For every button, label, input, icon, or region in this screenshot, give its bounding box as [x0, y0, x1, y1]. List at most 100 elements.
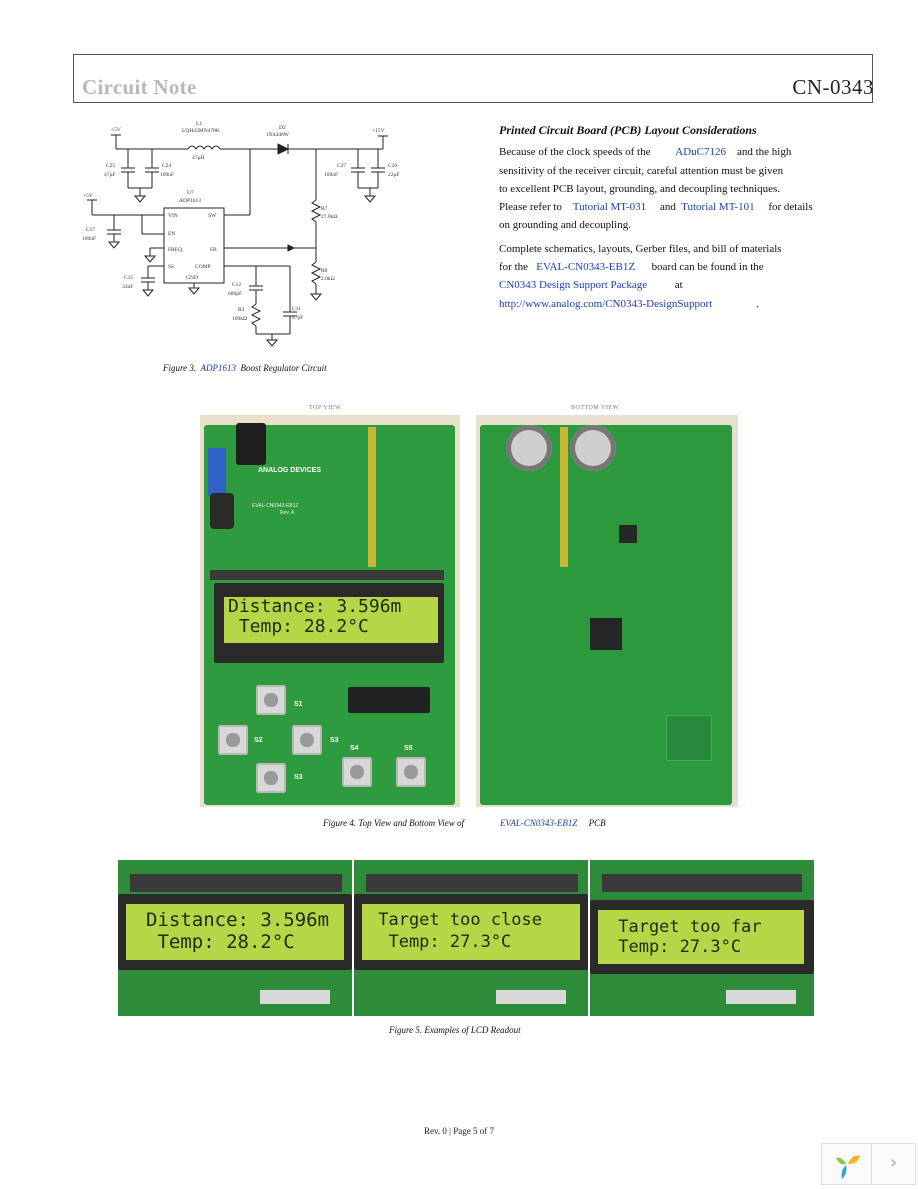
board-brand: ANALOG DEVICES: [258, 467, 322, 474]
figure-4-caption: Figure 4. Top View and Bottom View of EV…: [323, 818, 606, 828]
lcd-screen: Distance: 3.596m Temp: 28.2°C: [224, 597, 438, 643]
header-right-title: CN-0343: [792, 75, 874, 99]
c17-value: 100nF: [82, 236, 96, 242]
microcontroller-chip: [590, 618, 622, 650]
paragraph-2: Complete schematics, layouts, Gerber fil…: [499, 240, 869, 313]
p1-text-6: and: [659, 201, 676, 214]
figure-4-suffix: PCB: [588, 818, 606, 828]
lcd-header-pins: [210, 570, 444, 580]
aduc7126-link[interactable]: ADuC7126: [675, 146, 726, 159]
panel-1-line-1: Distance: 3.596m: [146, 909, 330, 931]
c27-label: C27: [337, 163, 346, 169]
bottom-ribbon-strip: [560, 427, 568, 567]
paragraph-1: Because of the clock speeds of the ADuC7…: [499, 143, 869, 234]
lcd-line-2: Temp: 28.2°C: [228, 616, 369, 637]
l1-value-label: 47µH: [192, 155, 205, 161]
p2-text-4: at: [674, 279, 683, 292]
design-support-url-link[interactable]: http://www.analog.com/CN0343-DesignSuppo…: [499, 297, 713, 310]
panel-2-lcd: Target too close Temp: 27.3°C: [354, 894, 588, 970]
r7-value: 27.0kΩ: [321, 214, 337, 220]
panel-2-line-2: Temp: 27.3°C: [368, 932, 512, 952]
figure-5-caption: Figure 5. Examples of LCD Readout: [389, 1025, 521, 1035]
chevron-right-icon: ›: [889, 1152, 898, 1173]
c25-value: 47µF: [104, 172, 116, 178]
pcb-layout-section: Printed Circuit Board (PCB) Layout Consi…: [499, 121, 869, 313]
button-s4-label: S4: [350, 745, 359, 752]
panel-2-header: [366, 874, 578, 892]
ribbon-connector: [348, 687, 430, 713]
lcd-readout-panel-1: Distance: 3.596m Temp: 28.2°C: [118, 860, 352, 1016]
design-support-link[interactable]: CN0343 Design Support Package: [499, 279, 648, 292]
button-s5-label: S5: [404, 745, 413, 752]
pin-ss: SS: [168, 264, 174, 270]
ribbon-strip: [368, 427, 376, 567]
p1-text-1: Because of the clock speeds of the: [499, 146, 651, 159]
terminal-block: [208, 448, 226, 496]
panel-1-screen: Distance: 3.596m Temp: 28.2°C: [126, 904, 344, 960]
pin-en: EN: [168, 231, 175, 237]
r7-label: R7: [321, 206, 328, 212]
header-left-title: Circuit Note: [82, 75, 197, 99]
top-view-photo: ANALOG DEVICES EVAL-CN0343-EB1Z Rev. A D…: [200, 415, 460, 807]
lcd-readout-panel-2: Target too close Temp: 27.3°C: [354, 860, 588, 1016]
panel-1-lcd: Distance: 3.596m Temp: 28.2°C: [118, 894, 352, 970]
button-s1[interactable]: [256, 685, 286, 715]
panel-1-header: [130, 874, 342, 892]
c15-value: 33nF: [122, 284, 133, 290]
c26-label: C26: [388, 163, 397, 169]
bottom-view-label: BOTTOM VIEW: [571, 405, 619, 411]
r8-value: 2.0kΩ: [321, 276, 335, 282]
panel-1-line-2: Temp: 28.2°C: [146, 931, 295, 953]
panel-3-header: [602, 874, 802, 892]
v15-label: +15V: [372, 128, 385, 134]
board-rev: Rev. A: [280, 510, 295, 516]
panel-2-screen: Target too close Temp: 27.3°C: [362, 904, 580, 960]
tutorial-mt031-link[interactable]: Tutorial MT-031: [572, 201, 647, 214]
c12-label: C12: [232, 282, 241, 288]
figure-3-caption: Figure 3. ADP1613 Boost Regulator Circui…: [163, 363, 327, 373]
c11-label: C11: [292, 306, 301, 312]
button-s4[interactable]: [342, 757, 372, 787]
vcc-left-label: +5V: [83, 193, 93, 199]
button-center[interactable]: [256, 763, 286, 793]
top-view-label: TOP VIEW: [309, 405, 342, 411]
c27-value: 100nF: [324, 172, 338, 178]
p1-text-7: for details: [768, 201, 813, 214]
figure-3-link[interactable]: ADP1613: [200, 363, 237, 373]
page-header: Circuit Note CN-0343: [73, 54, 874, 103]
next-page-button[interactable]: ›: [871, 1143, 916, 1185]
button-s2-label: S2: [254, 737, 263, 744]
viewer-logo-icon: [836, 1155, 860, 1179]
l1-part-label: LQH43MN470K: [182, 128, 220, 134]
c17-label: C17: [86, 227, 95, 233]
figure-4-link[interactable]: EVAL-CN0343-EB1Z: [500, 818, 578, 828]
figure-4-prefix: Figure 4. Top View and Bottom View of: [323, 818, 464, 828]
panel-2-line-1: Target too close: [368, 910, 542, 930]
d2-part-label: 1N4448W: [266, 132, 290, 138]
panel-3-line-2: Temp: 27.3°C: [608, 937, 742, 957]
ultrasonic-transmitter: [506, 425, 552, 471]
eval-board-link[interactable]: EVAL-CN0343-EB1Z: [536, 261, 636, 274]
tutorial-mt101-link[interactable]: Tutorial MT-101: [681, 201, 755, 214]
button-s2[interactable]: [218, 725, 248, 755]
ultrasonic-receiver: [570, 425, 616, 471]
pcb-pad-area: [666, 715, 712, 761]
button-s3[interactable]: [292, 725, 322, 755]
u7-part-label: ADP1613: [179, 198, 201, 204]
c11-value: 47pF: [292, 315, 303, 321]
c24-value: 100nF: [160, 172, 174, 178]
l1-label: L1: [196, 121, 202, 127]
p1-text-2: and the high: [736, 146, 792, 159]
section-title: Printed Circuit Board (PCB) Layout Consi…: [499, 123, 757, 137]
bottom-view-photo: [476, 415, 738, 807]
p2-text-5: .: [756, 297, 759, 310]
figure-3-suffix: Boost Regulator Circuit: [240, 363, 327, 373]
p1-text-4: to excellent PCB layout, grounding, and …: [499, 182, 781, 195]
regulator-chip: [619, 525, 637, 543]
electrolytic-capacitor: [210, 493, 234, 529]
button-center-label: S3: [294, 774, 303, 781]
viewer-logo-button[interactable]: [821, 1143, 873, 1185]
vcc-top-label: +5V: [111, 127, 121, 133]
panel-3-lcd: Target too far Temp: 27.3°C: [590, 900, 814, 974]
button-s5[interactable]: [396, 757, 426, 787]
